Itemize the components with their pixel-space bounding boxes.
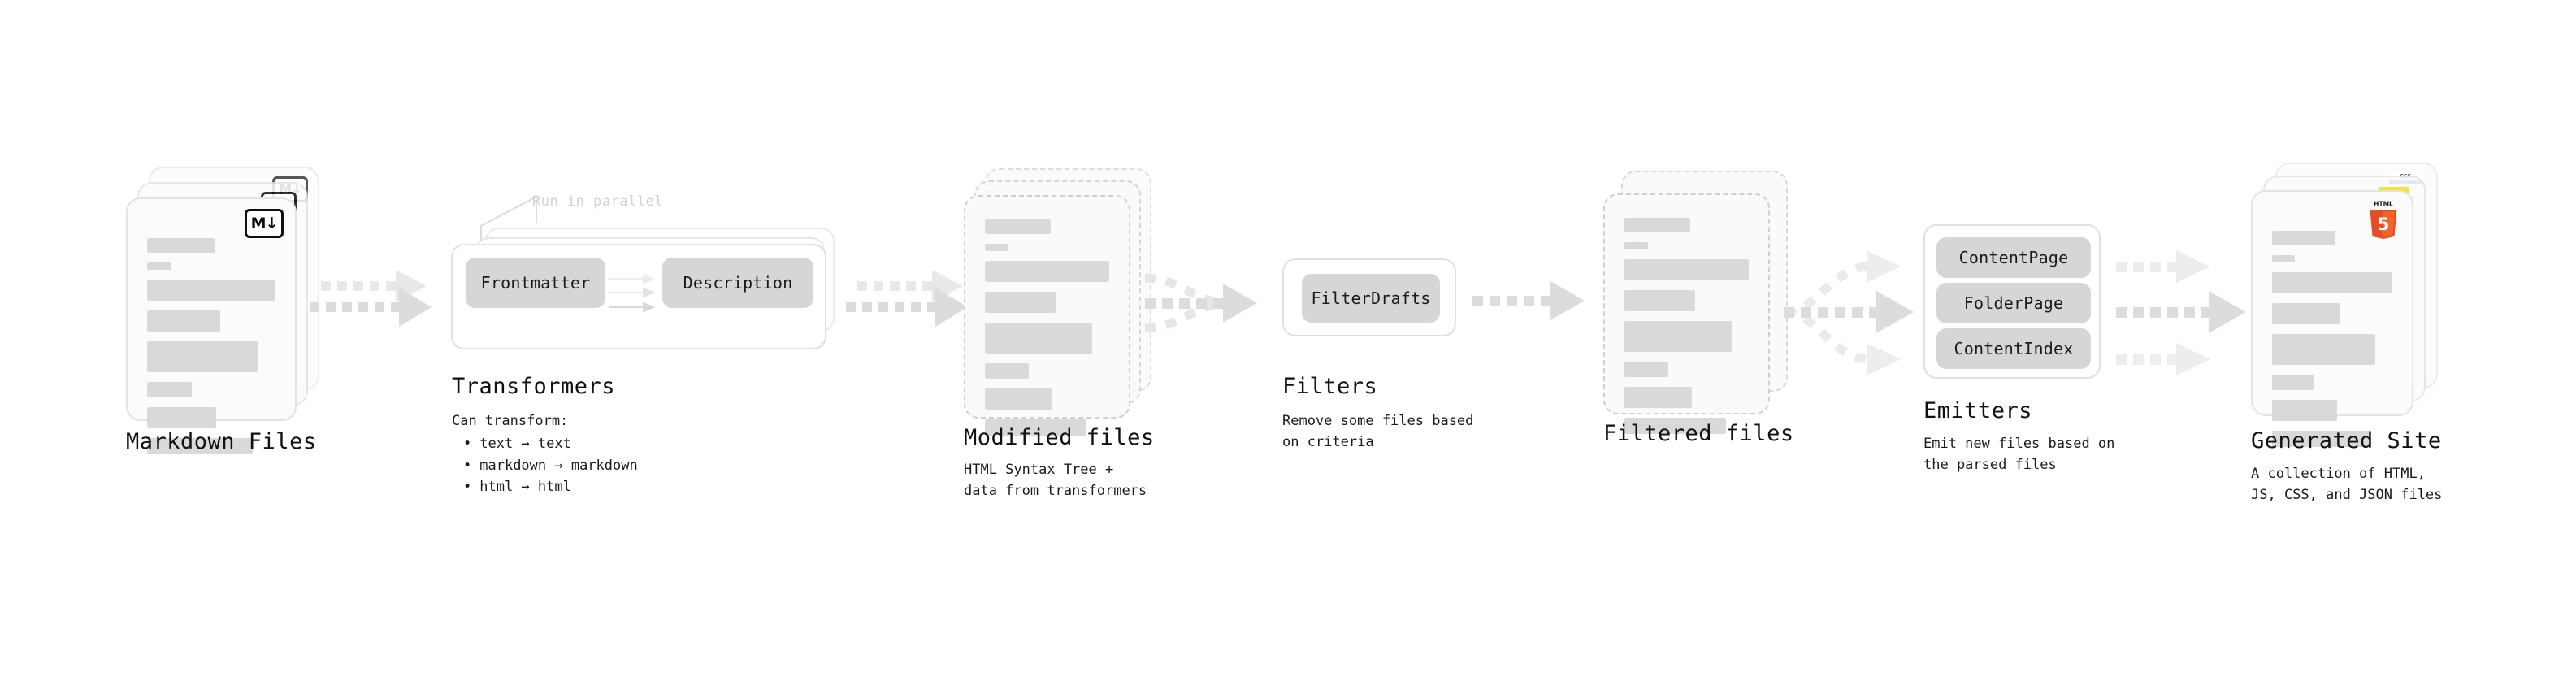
transformers-caption-lead: Can transform: — [452, 413, 569, 429]
skeleton-bar — [2272, 255, 2296, 262]
markdown-badge-front: M↓ — [245, 209, 284, 238]
transformers-caption-list: text → text markdown → markdown html → h… — [452, 433, 638, 497]
emitters-subtitle: Emit new files based on the parsed files — [1923, 436, 2115, 474]
skeleton-bar — [147, 382, 193, 397]
transform-item: text → text — [463, 433, 638, 454]
filter-pill-filterdrafts-label: FilterDrafts — [1311, 288, 1431, 308]
generated-site-title: Generated Site — [2251, 428, 2442, 453]
skeleton-bar — [147, 438, 253, 454]
html5-badge-wordmark: HTML — [2374, 201, 2393, 208]
skeleton-bar — [147, 238, 215, 253]
skeleton-bar — [147, 310, 221, 332]
emitter-pill-folderpage-label: FolderPage — [1963, 293, 2064, 313]
skeleton-bar — [2272, 272, 2392, 293]
skeleton-bar — [2272, 231, 2336, 245]
site-card-front-html: HTML 5 — [2251, 190, 2413, 447]
emitters-box: ContentPage FolderPage ContentIndex — [1923, 224, 2101, 379]
skeleton-bar — [1624, 242, 1649, 249]
skeleton-bar — [985, 292, 1056, 313]
transformers-caption: Can transform: text → text markdown → ma… — [452, 410, 638, 497]
modified-card-front — [964, 195, 1130, 436]
skeleton-bar — [147, 280, 275, 301]
modified-files-title: Modified files — [964, 425, 1155, 450]
skeleton-bar — [1624, 218, 1691, 232]
connector-markdown-to-transformers — [305, 268, 435, 358]
transform-item: html → html — [463, 476, 638, 497]
skeleton-bar — [985, 219, 1052, 234]
modified-files-subtitle: HTML Syntax Tree + data from transformer… — [964, 462, 1147, 500]
skeleton-bar — [1624, 259, 1749, 280]
skeleton-bar — [2272, 375, 2314, 390]
modified-skeleton-bars — [985, 219, 1109, 445]
skeleton-bar — [147, 262, 172, 270]
emitter-pill-contentindex[interactable]: ContentIndex — [1936, 328, 2091, 369]
emitter-pill-contentindex-label: ContentIndex — [1954, 339, 2074, 358]
site-skeleton-bars — [2272, 231, 2392, 457]
emitter-pill-contentpage-label: ContentPage — [1958, 248, 2069, 267]
transformer-pill-frontmatter[interactable]: Frontmatter — [466, 258, 605, 308]
skeleton-bar — [1624, 418, 1727, 434]
filters-title: Filters — [1282, 374, 1378, 399]
transformer-inner-arrows — [609, 273, 660, 320]
html5-badge-number: 5 — [2378, 215, 2390, 234]
transformer-pill-description[interactable]: Description — [662, 258, 813, 308]
skeleton-bar — [147, 341, 258, 372]
skeleton-bar — [985, 363, 1029, 379]
skeleton-bar — [985, 261, 1109, 282]
html5-badge-svg: HTML 5 — [2370, 201, 2397, 239]
transformers-box: Frontmatter Description — [451, 244, 826, 349]
skeleton-bar — [2272, 334, 2376, 365]
transformer-pill-description-label: Description — [683, 273, 793, 293]
skeleton-bar — [147, 407, 217, 428]
connector-transformers-to-modified — [841, 268, 971, 358]
markdown-skeleton-bars — [147, 238, 275, 464]
skeleton-bar — [2272, 431, 2371, 447]
transformer-pill-frontmatter-label: Frontmatter — [480, 273, 591, 293]
transform-item: markdown → markdown — [463, 455, 637, 476]
skeleton-bar — [985, 323, 1092, 354]
skeleton-bar — [985, 419, 1087, 436]
skeleton-bar — [985, 244, 1009, 251]
markdown-files-title: Markdown Files — [126, 429, 317, 454]
filter-pill-filterdrafts[interactable]: FilterDrafts — [1302, 274, 1440, 323]
skeleton-bar — [1624, 321, 1732, 352]
emitters-title: Emitters — [1923, 398, 2033, 423]
connector-filtered-to-emitters — [1782, 236, 1928, 390]
generated-site-subtitle: A collection of HTML, JS, CSS, and JSON … — [2251, 466, 2443, 504]
skeleton-bar — [1624, 290, 1696, 311]
filtered-skeleton-bars — [1624, 218, 1749, 444]
markdown-badge-front-text: M↓ — [250, 214, 279, 232]
filters-box: FilterDrafts — [1282, 258, 1456, 336]
skeleton-bar — [2272, 400, 2337, 421]
skeleton-bar — [1624, 362, 1668, 377]
connector-emitters-to-site — [2114, 236, 2269, 390]
filtered-card-front — [1603, 193, 1770, 434]
filters-subtitle: Remove some files based on criteria — [1282, 413, 1474, 451]
connector-filters-to-filtered — [1472, 281, 1594, 335]
markdown-card-front: M↓ — [126, 197, 297, 454]
skeleton-bar — [2272, 303, 2341, 324]
transformers-title: Transformers — [452, 374, 616, 399]
emitter-pill-contentpage[interactable]: ContentPage — [1936, 237, 2091, 278]
skeleton-bar — [985, 388, 1052, 410]
emitter-pill-folderpage[interactable]: FolderPage — [1936, 283, 2091, 323]
skeleton-bar — [1624, 387, 1692, 408]
filtered-files-title: Filtered files — [1603, 421, 1794, 446]
run-in-parallel-label: Run in parallel — [532, 193, 664, 210]
connector-modified-to-filters — [1142, 256, 1284, 378]
html5-badge: HTML 5 — [2366, 200, 2400, 239]
